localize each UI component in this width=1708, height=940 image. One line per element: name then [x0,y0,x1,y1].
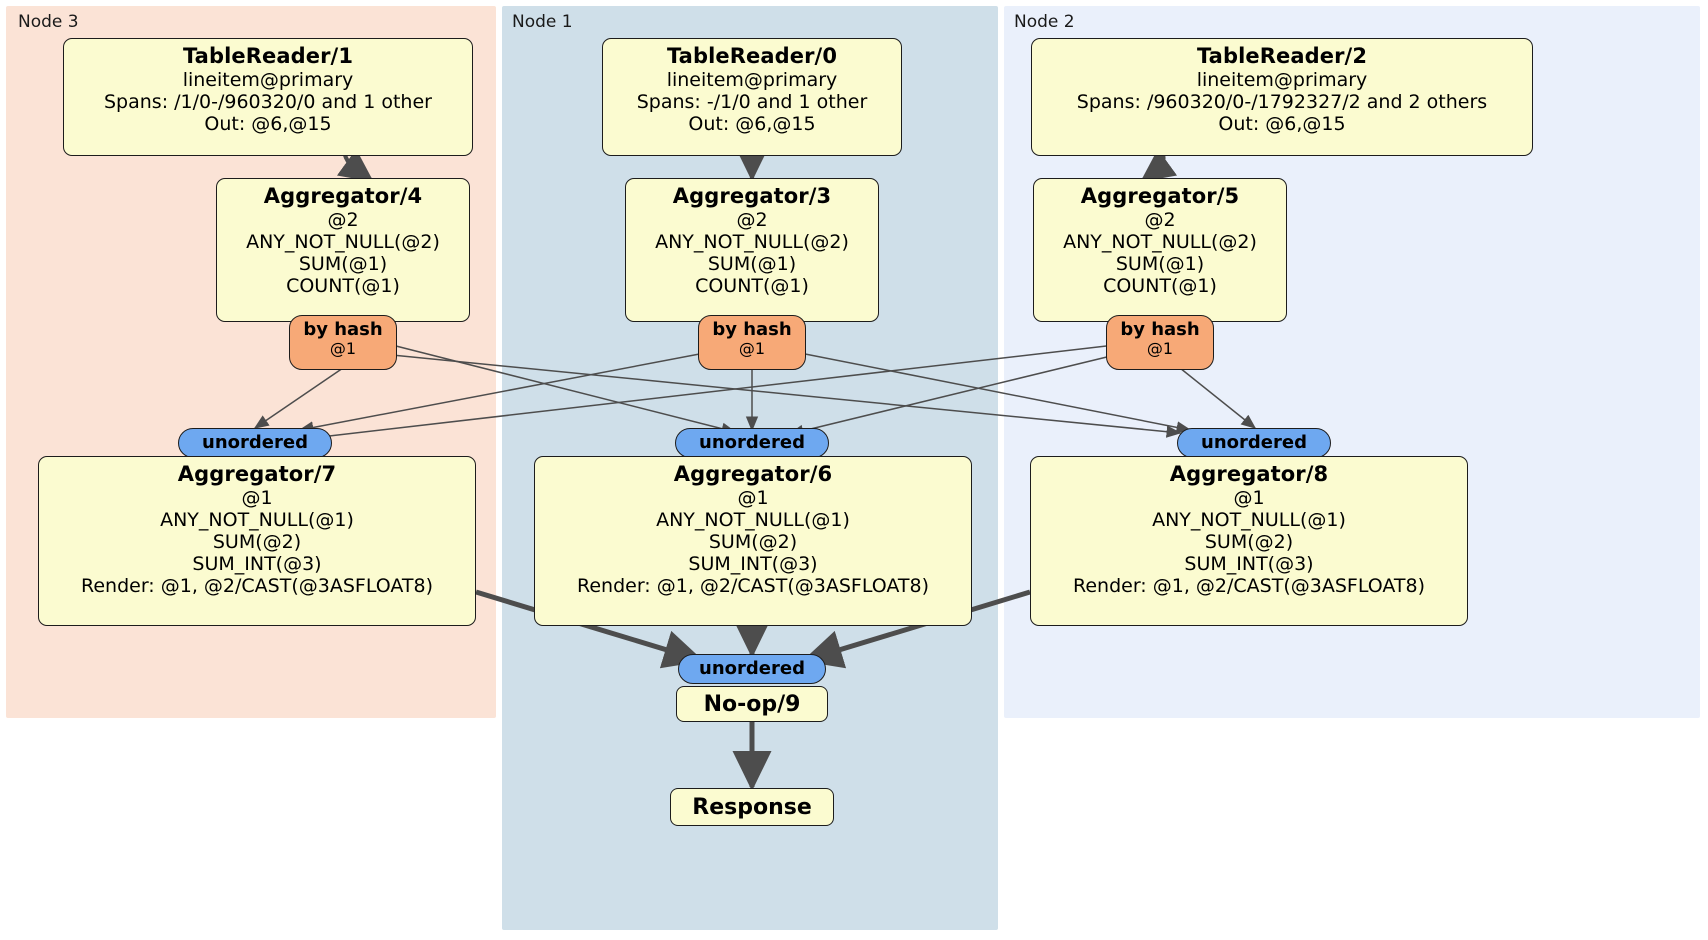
router-by-hash-node-3[interactable]: by hash @1 [289,315,397,370]
processor-detail-line: lineitem@primary [666,68,838,91]
processor-detail-line: SUM(@2) [212,531,302,553]
cluster-node-3-label: Node 3 [18,12,79,32]
processor-detail-line: @2 [736,208,768,231]
router-title: by hash [303,319,383,340]
router-title: by hash [712,319,792,340]
processor-detail-line: SUM(@1) [1115,253,1205,275]
processor-title: TableReader/2 [1196,44,1368,68]
cluster-node-1-label: Node 1 [512,12,573,32]
synchronizer-unordered-node-1[interactable]: unordered [675,428,829,458]
router-title: by hash [1120,319,1200,340]
processor-title: Aggregator/6 [673,462,833,486]
processor-aggregator-6[interactable]: Aggregator/6 @1 ANY_NOT_NULL(@1) SUM(@2)… [534,456,972,626]
processor-title: TableReader/0 [666,44,838,68]
router-by-hash-node-2[interactable]: by hash @1 [1106,315,1214,370]
processor-detail-line: SUM_INT(@3) [688,553,818,576]
processor-title: TableReader/1 [182,44,354,68]
processor-aggregator-3[interactable]: Aggregator/3 @2 ANY_NOT_NULL(@2) SUM(@1)… [625,178,879,322]
processor-detail-line: @1 [1233,486,1265,509]
processor-table-reader-2[interactable]: TableReader/2 lineitem@primary Spans: /9… [1031,38,1533,156]
processor-detail-line: SUM(@2) [1204,531,1294,553]
processor-detail-line: SUM(@1) [707,253,797,275]
synchronizer-unordered-node-2[interactable]: unordered [1177,428,1331,458]
processor-detail-line: lineitem@primary [182,68,354,91]
processor-title: Aggregator/5 [1080,184,1240,208]
processor-detail-line: ANY_NOT_NULL(@1) [160,508,354,531]
processor-title: Aggregator/7 [177,462,337,486]
processor-detail-line: @1 [737,486,769,509]
processor-aggregator-4[interactable]: Aggregator/4 @2 ANY_NOT_NULL(@2) SUM(@1)… [216,178,470,322]
processor-aggregator-5[interactable]: Aggregator/5 @2 ANY_NOT_NULL(@2) SUM(@1)… [1033,178,1287,322]
processor-detail-line: ANY_NOT_NULL(@1) [1152,508,1346,531]
processor-title: Aggregator/3 [672,184,832,208]
processor-response[interactable]: Response [670,788,834,826]
processor-detail-line: COUNT(@1) [695,275,809,298]
processor-detail-line: SUM(@1) [298,253,388,275]
processor-detail-line: Out: @6,@15 [1218,113,1346,135]
processor-detail-line: SUM_INT(@3) [1184,553,1314,576]
processor-detail-line: COUNT(@1) [1103,275,1217,298]
processor-detail-line: ANY_NOT_NULL(@1) [656,508,850,531]
processor-detail-line: @2 [327,208,359,231]
processor-detail-line: ANY_NOT_NULL(@2) [655,230,849,253]
processor-no-op-9[interactable]: No-op/9 [676,686,828,722]
processor-detail-line: SUM_INT(@3) [192,553,322,576]
processor-detail-line: Out: @6,@15 [688,113,816,135]
processor-detail-line: Render: @1, @2/CAST(@3ASFLOAT8) [81,575,433,598]
processor-aggregator-7[interactable]: Aggregator/7 @1 ANY_NOT_NULL(@1) SUM(@2)… [38,456,476,626]
synchronizer-unordered-node-3[interactable]: unordered [178,428,332,458]
processor-detail-line: Spans: /1/0-/960320/0 and 1 other [104,90,432,113]
router-by-hash-node-1[interactable]: by hash @1 [698,315,806,370]
processor-aggregator-8[interactable]: Aggregator/8 @1 ANY_NOT_NULL(@1) SUM(@2)… [1030,456,1468,626]
processor-detail-line: COUNT(@1) [286,275,400,298]
processor-detail-line: Render: @1, @2/CAST(@3ASFLOAT8) [577,575,929,598]
processor-detail-line: @2 [1144,208,1176,231]
processor-detail-line: Out: @6,@15 [204,113,332,135]
processor-table-reader-1[interactable]: TableReader/1 lineitem@primary Spans: /1… [63,38,473,156]
processor-detail-line: ANY_NOT_NULL(@2) [1063,230,1257,253]
processor-detail-line: ANY_NOT_NULL(@2) [246,230,440,253]
processor-detail-line: @1 [241,486,273,509]
processor-title: Aggregator/8 [1169,462,1329,486]
processor-table-reader-0[interactable]: TableReader/0 lineitem@primary Spans: -/… [602,38,902,156]
processor-detail-line: SUM(@2) [708,531,798,553]
router-column: @1 [329,338,357,358]
processor-detail-line: Spans: /960320/0-/1792327/2 and 2 others [1076,90,1488,113]
router-column: @1 [1146,338,1174,358]
router-column: @1 [738,338,766,358]
synchronizer-unordered-final[interactable]: unordered [678,654,826,684]
processor-detail-line: Render: @1, @2/CAST(@3ASFLOAT8) [1073,575,1425,598]
cluster-node-2-label: Node 2 [1014,12,1075,32]
processor-detail-line: lineitem@primary [1196,68,1368,91]
processor-detail-line: Spans: -/1/0 and 1 other [636,90,868,113]
processor-title: Aggregator/4 [263,184,423,208]
